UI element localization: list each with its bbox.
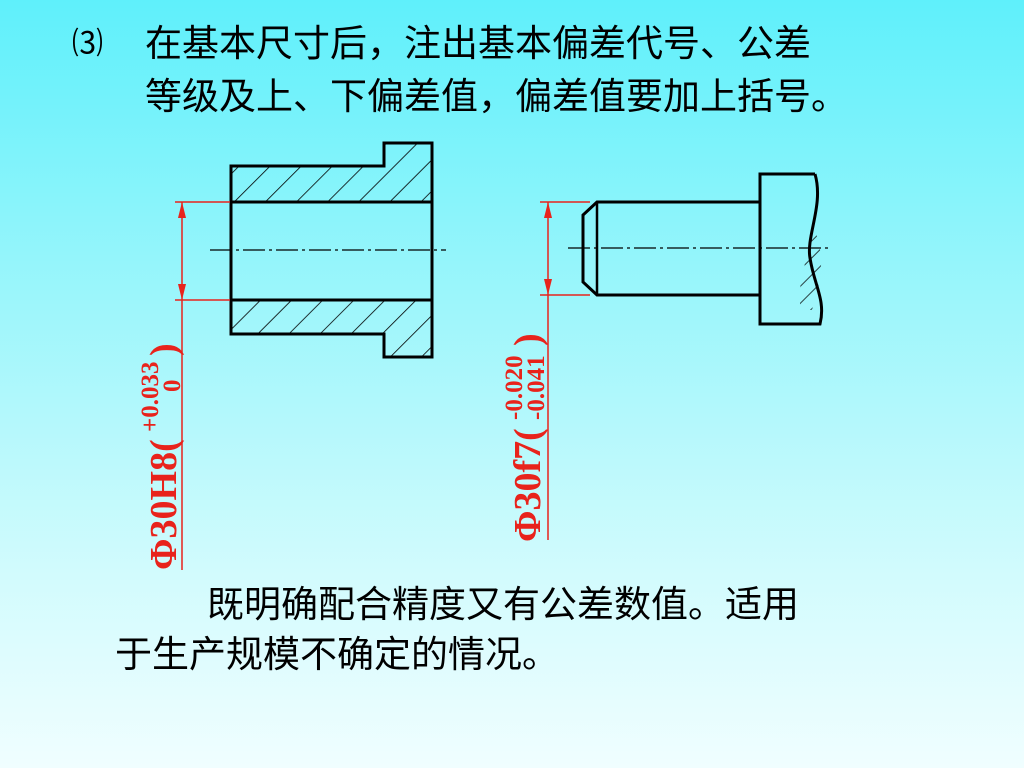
bushing-section <box>210 141 446 359</box>
heading-number: ⑶ <box>72 26 103 62</box>
explanation-line-1: 既明确配合精度又有公差数值。适用 <box>207 583 799 626</box>
hole-upper-deviation: +0.033 <box>137 362 164 433</box>
shaft-part <box>568 172 832 326</box>
bushing-lower-wall <box>229 298 434 359</box>
shaft-arrow-top <box>544 202 552 218</box>
hole-arrow-top <box>178 202 186 218</box>
shaft-arrow-bottom <box>544 279 552 295</box>
shaft-dim-close: ) <box>507 333 549 346</box>
explanation-line-2: 于生产规模不确定的情况。 <box>115 633 559 676</box>
heading-line-1: 在基本尺寸后，注出基本偏差代号、公差 <box>145 22 811 65</box>
shaft-upper-deviation: -0.020 <box>501 355 528 420</box>
hole-dim-close: ) <box>143 343 185 356</box>
shaft-head <box>758 172 824 326</box>
hole-dimension: Φ30H8( +0.033 0 ) <box>137 201 230 570</box>
shaft-lower-deviation: -0.041 <box>523 355 550 420</box>
bushing-upper-wall <box>229 141 434 204</box>
hole-lower-deviation: 0 <box>159 380 186 393</box>
shaft-dim-main: Φ30f7( <box>507 428 549 542</box>
hole-dim-main: Φ30H8( <box>143 439 185 570</box>
heading-line-2: 等级及上、下偏差值，偏差值要加上括号。 <box>145 75 848 118</box>
hole-arrow-bottom <box>178 284 186 300</box>
shaft-dimension: Φ30f7( -0.020 -0.041 ) <box>501 201 590 542</box>
